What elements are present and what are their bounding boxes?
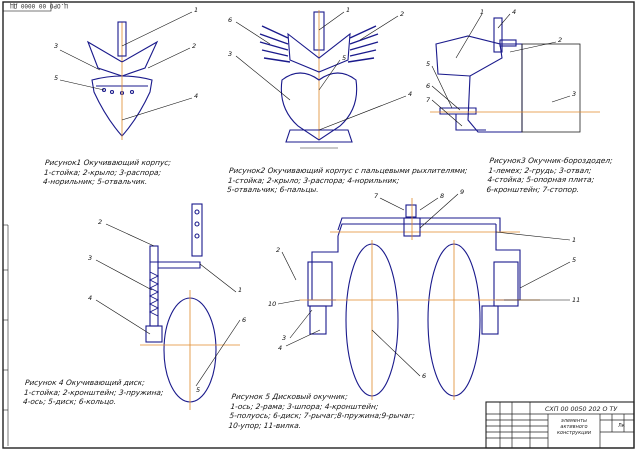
fig3-num-6: 6 bbox=[426, 82, 430, 90]
fig3-num-7: 7 bbox=[426, 96, 431, 104]
fig1-num-3: 3 bbox=[54, 42, 58, 50]
fig3-num-2: 2 bbox=[558, 36, 562, 44]
figure-5-drawing bbox=[300, 198, 540, 400]
fig4-num-3: 3 bbox=[88, 254, 92, 262]
fig3-caption-line: 4-стойка; 5-опорная плита; bbox=[487, 175, 595, 185]
fig1-num-4: 4 bbox=[194, 92, 198, 100]
title-block-title: элементы активного конструкции bbox=[556, 418, 592, 436]
fig4-num-5: 5 bbox=[196, 386, 200, 394]
title-block-code: СХП 00 0050 202 О ТУ bbox=[545, 406, 618, 413]
fig3-caption-line: Рисунок3 Окучник-бороздодел; bbox=[489, 156, 614, 165]
figure-5-caption: Рисунок 5 Дисковый окучник; 1-ось; 2-рам… bbox=[228, 392, 417, 430]
fig1-num-2: 2 bbox=[192, 42, 196, 50]
figure-3-drawing bbox=[430, 17, 600, 133]
fig2-num-4: 4 bbox=[408, 90, 412, 98]
fig5-num-8: 8 bbox=[440, 192, 444, 200]
fig5-num-10: 10 bbox=[268, 300, 276, 308]
fig4-num-2: 2 bbox=[98, 218, 102, 226]
fig1-caption-line: Рисунок1 Окучивающий корпус; bbox=[44, 158, 172, 167]
fig1-caption-line: 1-стойка; 2-крыло; 3-распора; bbox=[43, 167, 162, 177]
fig5-num-7: 7 bbox=[374, 192, 379, 200]
fig2-num-1: 1 bbox=[346, 6, 350, 14]
fig2-caption-line: Рисунок2 Окучивающий корпус с пальцевыми… bbox=[228, 166, 468, 175]
figure-1-caption: Рисунок1 Окучивающий корпус; 1-стойка; 2… bbox=[42, 158, 172, 187]
figure-2-drawing bbox=[259, 10, 379, 149]
figure-1-drawing bbox=[86, 21, 159, 140]
fig4-caption-line: Рисунок 4 Окучивающий диск; bbox=[24, 378, 146, 387]
fig5-caption-line: 10-упор; 11-вилка. bbox=[228, 420, 302, 430]
fig5-caption-line: 5-полуось; 6-диск; 7-рычаг;8-пружина;9-р… bbox=[229, 411, 416, 421]
figure-3-caption: Рисунок3 Окучник-бороздодел; 1-лемех; 2-… bbox=[486, 156, 613, 194]
fig5-num-3: 3 bbox=[282, 334, 286, 342]
fig2-num-3: 3 bbox=[228, 50, 232, 58]
fig3-num-1: 1 bbox=[480, 8, 484, 16]
fig5-num-5: 5 bbox=[572, 256, 576, 264]
fig4-caption-line: 1-стойка; 2-кронштейн; 3-пружина; bbox=[23, 387, 164, 397]
fig5-num-9: 9 bbox=[460, 188, 464, 196]
fig5-num-6: 6 bbox=[422, 372, 426, 380]
figure-2-caption: Рисунок2 Окучивающий корпус с пальцевыми… bbox=[226, 166, 468, 195]
figure-4-caption: Рисунок 4 Окучивающий диск; 1-стойка; 2-… bbox=[22, 378, 164, 407]
fig2-num-2: 2 bbox=[400, 10, 404, 18]
figure-4-drawing bbox=[140, 203, 240, 410]
title-block-sheet: Лк bbox=[618, 423, 625, 429]
fig4-num-4: 4 bbox=[88, 294, 92, 302]
fig3-num-3: 3 bbox=[572, 90, 576, 98]
fig2-caption-line: 1-стойка; 2-крыло; 3-распора; 4-норильни… bbox=[227, 175, 400, 185]
fig3-caption-line: 1-лемех; 2-грудь; 3-отвал; bbox=[488, 165, 592, 175]
stamp-code: Ц.ОРО 00 0000 ДЦ bbox=[10, 2, 68, 9]
fig5-num-1: 1 bbox=[572, 236, 576, 244]
fig1-caption-line: 4-норильник; 5-отвальчик. bbox=[42, 177, 148, 187]
fig2-num-5: 5 bbox=[342, 54, 346, 62]
fig2-caption-line: 5-отвальчик; 6-пальцы. bbox=[226, 185, 320, 195]
fig3-caption-line: 6-кронштейн; 7-стопор. bbox=[486, 184, 580, 194]
title-block bbox=[485, 401, 635, 449]
fig4-num-6: 6 bbox=[242, 316, 246, 324]
fig5-num-4: 4 bbox=[278, 344, 282, 352]
fig5-num-2: 2 bbox=[276, 246, 280, 254]
fig1-num-5: 5 bbox=[54, 74, 58, 82]
fig2-num-6: 6 bbox=[228, 16, 232, 24]
leader-lines bbox=[59, 11, 571, 387]
fig5-caption-line: 1-ось; 2-рама; 3-шпора; 4-кронштейн; bbox=[230, 401, 379, 411]
fig3-num-5: 5 bbox=[426, 60, 430, 68]
fig1-num-1: 1 bbox=[194, 6, 198, 14]
fig4-caption-line: 4-ось; 5-диск; 6-кольцо. bbox=[22, 397, 117, 407]
fig3-num-4: 4 bbox=[512, 8, 516, 16]
fig5-num-11: 11 bbox=[572, 296, 580, 304]
fig4-num-1: 1 bbox=[238, 286, 242, 294]
position-numbers: 1 2 3 4 5 6 1 2 3 4 5 4 1 2 3 5 6 7 2 3 … bbox=[54, 6, 580, 394]
fig5-caption-line: Рисунок 5 Дисковый окучник; bbox=[231, 392, 349, 401]
